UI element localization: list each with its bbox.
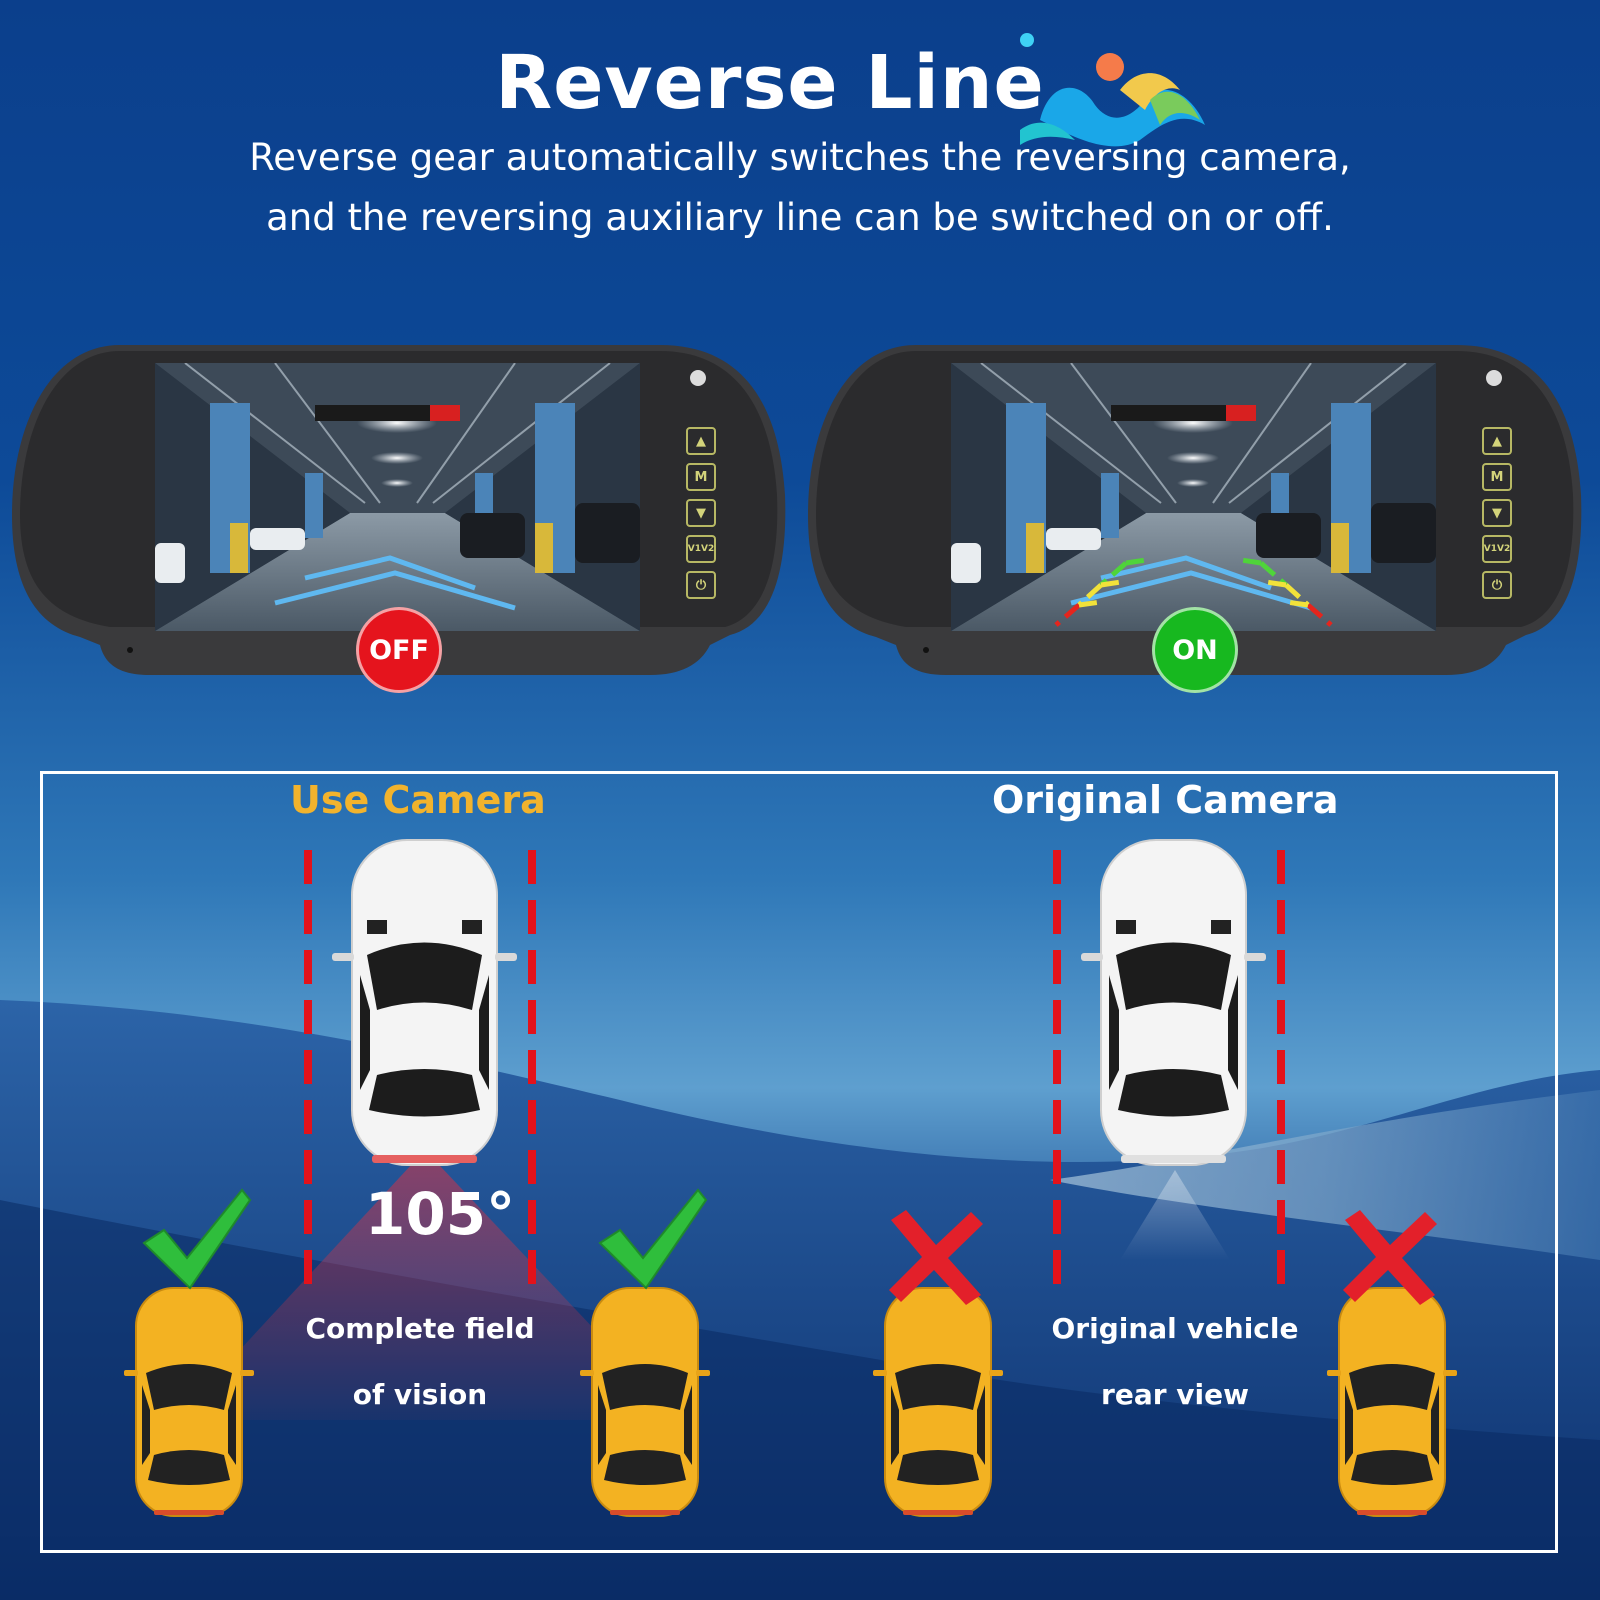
power-button[interactable]: ⏻ xyxy=(1482,571,1512,599)
lane-line-right-1 xyxy=(528,850,536,1288)
triangle-up-icon: ▲ xyxy=(1492,433,1502,449)
up-button[interactable]: ▲ xyxy=(686,427,716,455)
comparison-panel xyxy=(40,771,1558,1553)
red-cross-icon xyxy=(889,1210,983,1305)
white-car-icon xyxy=(1081,839,1266,1166)
lane-line-left-1 xyxy=(304,850,312,1288)
reverse-guide-lines xyxy=(1054,557,1333,627)
triangle-down-icon: ▼ xyxy=(696,505,706,521)
triangle-down-icon: ▼ xyxy=(1492,505,1502,521)
off-status-badge: OFF xyxy=(356,607,442,693)
triangle-up-icon: ▲ xyxy=(696,433,706,449)
subtitle-line-2: and the reversing auxiliary line can be … xyxy=(266,196,1334,239)
green-check-icon xyxy=(598,1188,708,1290)
green-check-icon xyxy=(142,1188,252,1290)
original-camera-caption: Original vehicle rear view xyxy=(1030,1296,1320,1428)
use-camera-caption: Complete field of vision xyxy=(280,1296,560,1428)
down-button[interactable]: ▼ xyxy=(1482,499,1512,527)
subtitle-line-1: Reverse gear automatically switches the … xyxy=(249,136,1351,179)
down-button[interactable]: ▼ xyxy=(686,499,716,527)
power-icon: ⏻ xyxy=(695,577,707,593)
yellow-car-icon xyxy=(580,1287,710,1517)
wave-logo-icon xyxy=(1020,33,1205,147)
use-camera-caption-line-2: of vision xyxy=(352,1378,488,1411)
original-camera-caption-line-1: Original vehicle xyxy=(1051,1312,1299,1345)
up-button[interactable]: ▲ xyxy=(1482,427,1512,455)
power-icon: ⏻ xyxy=(1491,577,1503,593)
rearview-mirror-monitor-on: ▲ M ▼ V1V2 ⏻ ON xyxy=(806,345,1586,693)
rearview-mirror-monitor-off: ▲ M ▼ V1V2 ⏻ OFF xyxy=(10,345,790,693)
yellow-car-icon xyxy=(1327,1287,1457,1517)
menu-button[interactable]: M xyxy=(686,463,716,491)
yellow-car-icon xyxy=(124,1287,254,1517)
use-camera-heading: Use Camera xyxy=(290,778,546,822)
parking-garage-view xyxy=(951,363,1436,631)
use-camera-caption-line-1: Complete field xyxy=(305,1312,535,1345)
original-camera-caption-line-2: rear view xyxy=(1101,1378,1249,1411)
original-camera-heading: Original Camera xyxy=(992,778,1339,822)
viewing-angle-label: 105° xyxy=(365,1180,516,1248)
on-status-badge: ON xyxy=(1152,607,1238,693)
mode-button[interactable]: V1V2 xyxy=(686,535,716,563)
camera-screen xyxy=(155,363,640,631)
mode-button[interactable]: V1V2 xyxy=(1482,535,1512,563)
lane-line-left-2 xyxy=(1053,850,1061,1288)
camera-screen xyxy=(951,363,1436,631)
page-title: Reverse Line xyxy=(495,40,1045,126)
yellow-car-icon xyxy=(873,1287,1003,1517)
parking-garage-view xyxy=(155,363,640,631)
power-button[interactable]: ⏻ xyxy=(686,571,716,599)
menu-button[interactable]: M xyxy=(1482,463,1512,491)
red-cross-icon xyxy=(1343,1210,1437,1305)
lane-line-right-2 xyxy=(1277,850,1285,1288)
white-car-icon xyxy=(332,839,517,1166)
